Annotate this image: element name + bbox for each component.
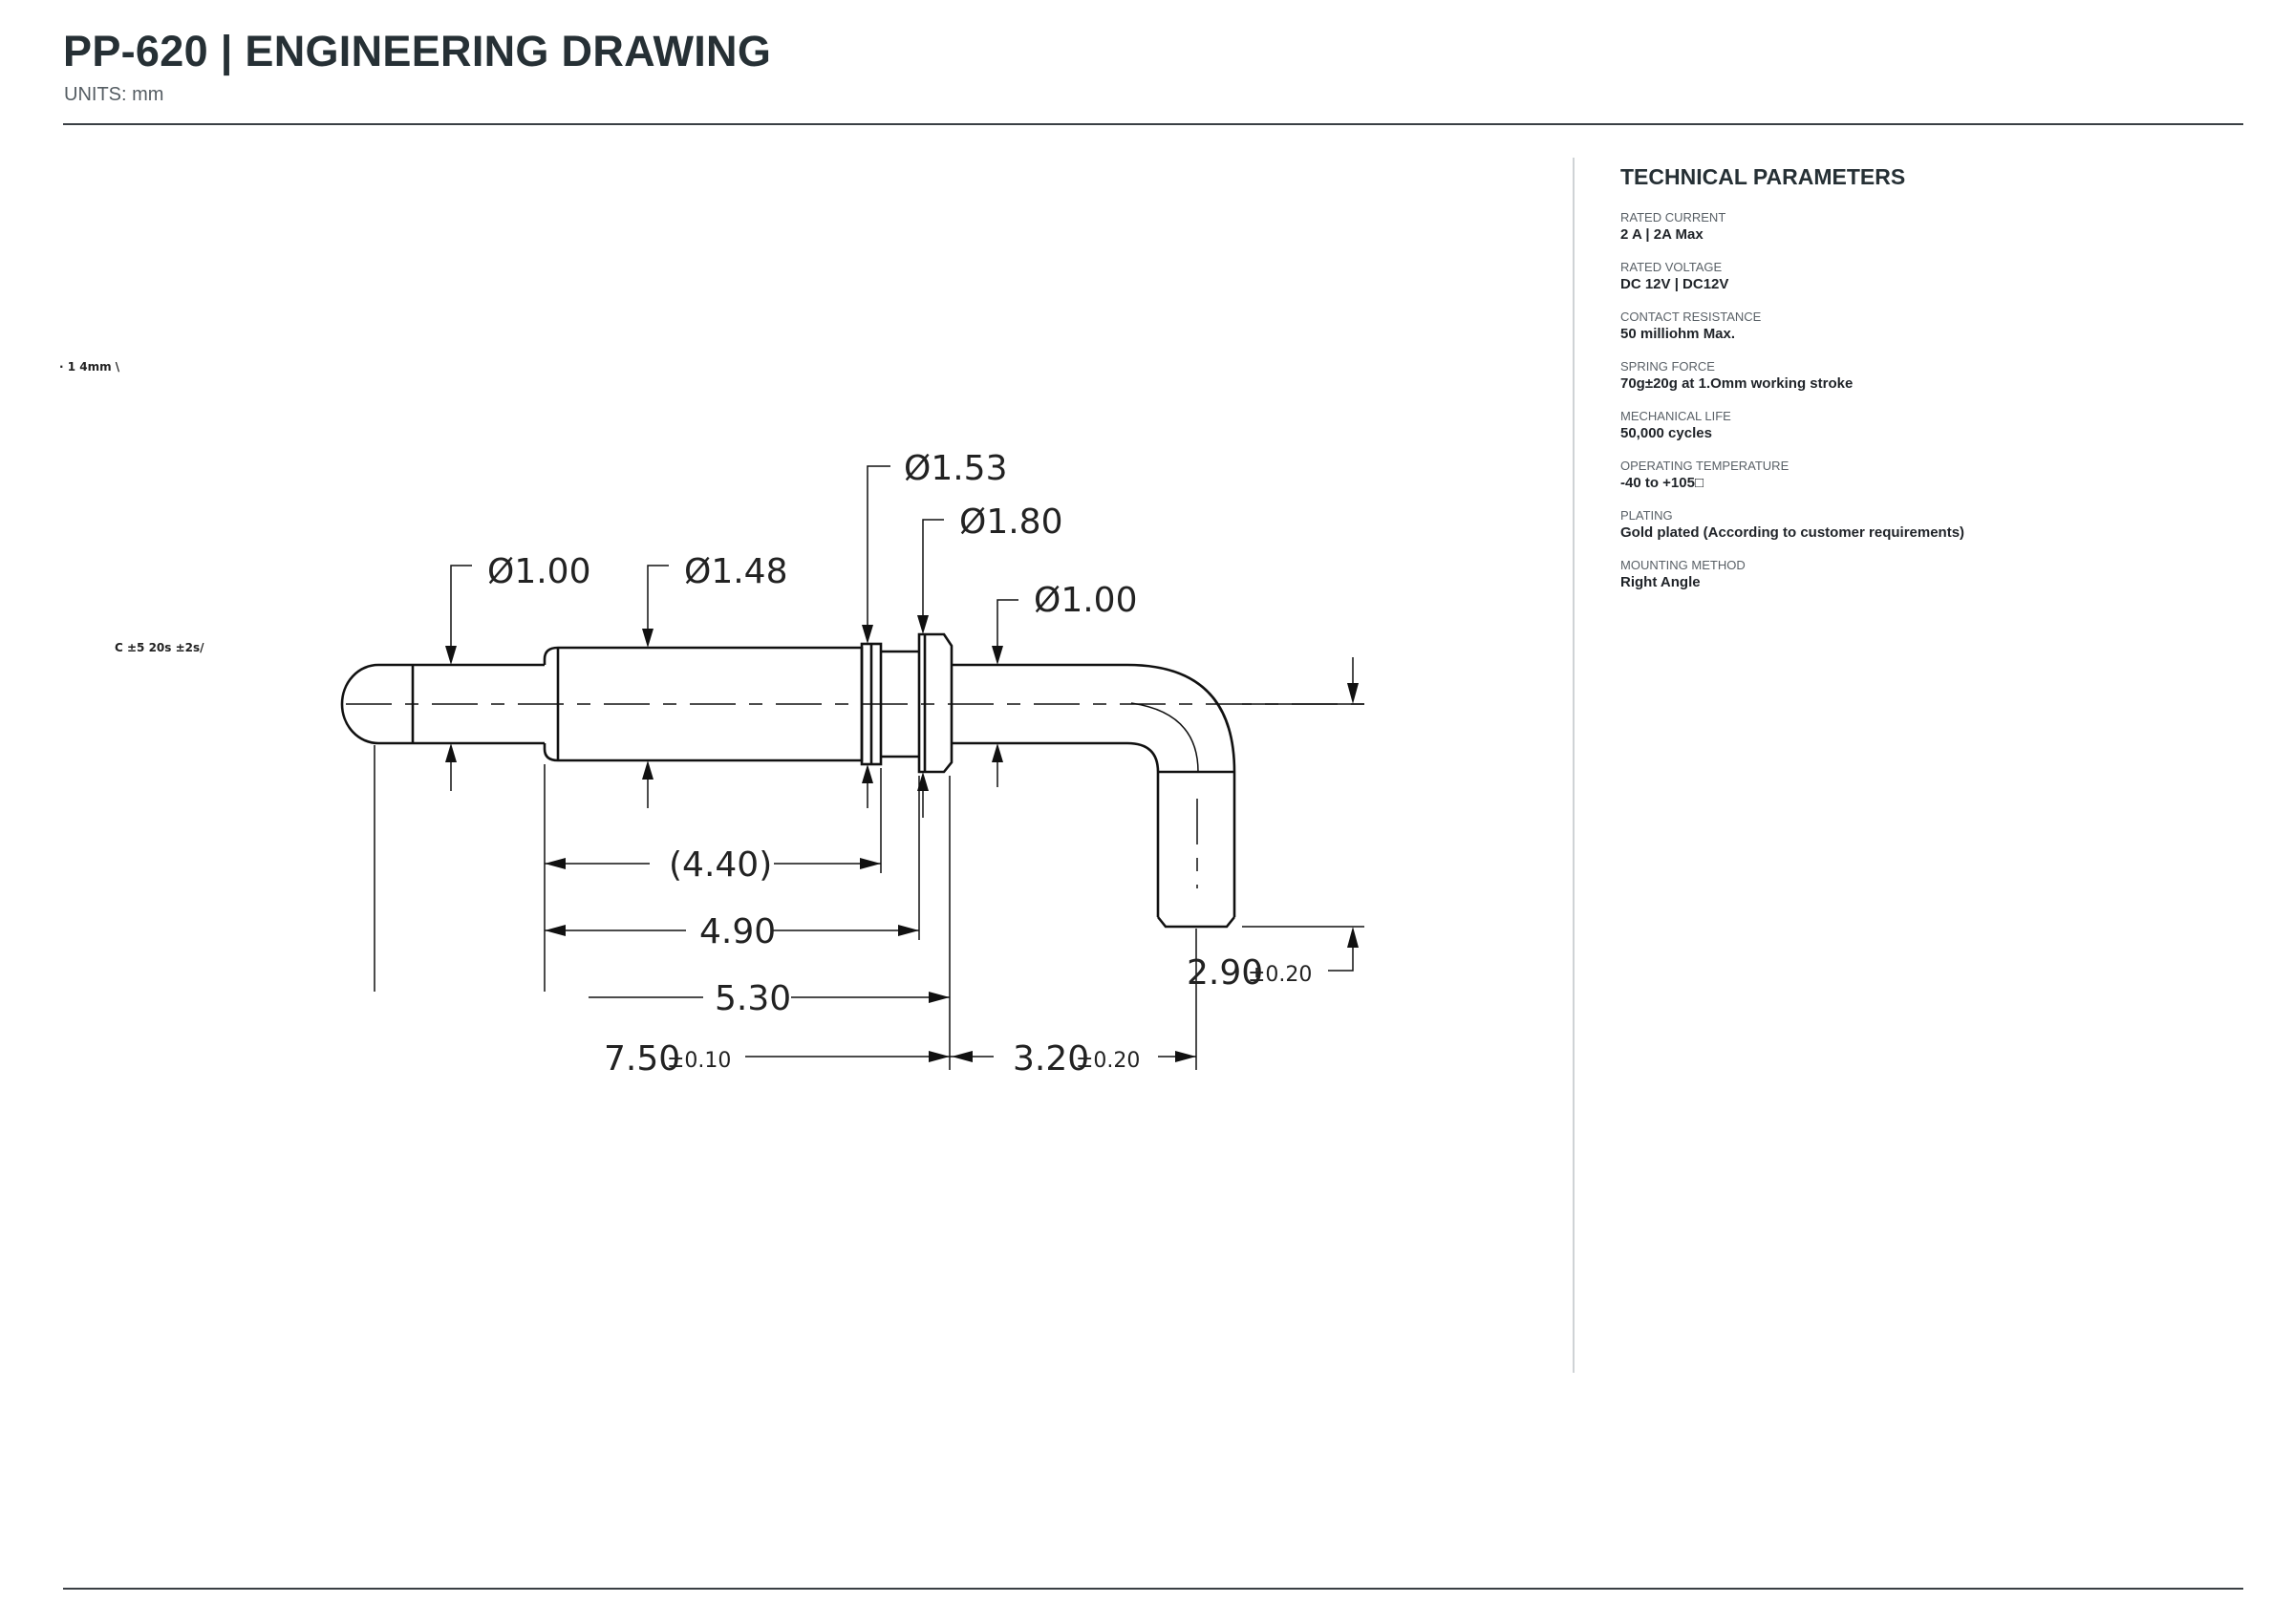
dim-tol-320: ±0.20 bbox=[1076, 1049, 1140, 1073]
param-operating-temperature: OPERATING TEMPERATURE -40 to +105□ bbox=[1620, 458, 2232, 492]
dim-tip-diameter: Ø1.00 bbox=[487, 552, 591, 591]
param-value: -40 to +105□ bbox=[1620, 475, 1704, 491]
dim-barrel-diameter: Ø1.48 bbox=[684, 552, 788, 591]
header-divider bbox=[63, 123, 2243, 125]
param-plating: PLATING Gold plated (According to custom… bbox=[1620, 507, 2232, 542]
engineering-drawing: · 1 4mm \ C ±5 20s ±2s/ bbox=[59, 360, 1364, 1079]
param-value: 70g±20g at 1.Omm working stroke bbox=[1620, 375, 1854, 392]
dim-length-750: 7.50 bbox=[604, 1039, 680, 1079]
param-label: OPERATING TEMPERATURE bbox=[1620, 459, 1789, 473]
param-label: SPRING FORCE bbox=[1620, 359, 1715, 374]
param-label: RATED CURRENT bbox=[1620, 210, 1726, 224]
dim-length-320: 3.20 bbox=[1013, 1039, 1089, 1079]
dim-tol-750: ±0.10 bbox=[667, 1049, 731, 1073]
param-label: MECHANICAL LIFE bbox=[1620, 409, 1731, 423]
parameters-heading: TECHNICAL PARAMETERS bbox=[1620, 164, 1906, 189]
param-label: MOUNTING METHOD bbox=[1620, 558, 1746, 572]
pin-body bbox=[340, 632, 1236, 929]
param-value: Gold plated (According to customer requi… bbox=[1620, 524, 1965, 541]
dim-height-290: 2.90 bbox=[1187, 953, 1263, 993]
dim-flange-diameter: Ø1.80 bbox=[959, 502, 1063, 542]
param-mechanical-life: MECHANICAL LIFE 50,000 cycles bbox=[1620, 408, 2232, 442]
param-label: CONTACT RESISTANCE bbox=[1620, 310, 1762, 324]
drawing-fragment-a: · 1 4mm \ bbox=[59, 360, 120, 374]
units-label: UNITS: mm bbox=[64, 84, 164, 105]
param-contact-resistance: CONTACT RESISTANCE 50 milliohm Max. bbox=[1620, 309, 2232, 343]
diameter-callouts: Ø1.00 Ø1.48 Ø1.53 Ø1.80 Ø1.00 bbox=[445, 449, 1138, 818]
dim-groove-diameter: Ø1.53 bbox=[904, 449, 1008, 488]
drawing-fragment-b: C ±5 20s ±2s/ bbox=[115, 641, 204, 654]
dim-length-530: 5.30 bbox=[715, 979, 791, 1018]
param-value: DC 12V | DC12V bbox=[1620, 276, 1729, 292]
param-mounting-method: MOUNTING METHOD Right Angle bbox=[1620, 557, 2232, 591]
page-title: PP-620 | ENGINEERING DRAWING bbox=[63, 27, 772, 75]
dim-tail-diameter: Ø1.00 bbox=[1034, 581, 1138, 620]
param-value: 50,000 cycles bbox=[1620, 425, 1712, 441]
param-value: 2 A | 2A Max bbox=[1620, 226, 1704, 243]
technical-parameters-panel: TECHNICAL PARAMETERS RATED CURRENT 2 A |… bbox=[1620, 164, 2232, 607]
dim-length-440: (4.40) bbox=[669, 845, 772, 885]
param-label: PLATING bbox=[1620, 508, 1673, 523]
extension-lines bbox=[374, 703, 1364, 1070]
dim-tol-290: ±0.20 bbox=[1248, 963, 1312, 987]
param-value: Right Angle bbox=[1620, 574, 1701, 590]
param-rated-current: RATED CURRENT 2 A | 2A Max bbox=[1620, 209, 2232, 244]
param-value: 50 milliohm Max. bbox=[1620, 326, 1736, 342]
param-spring-force: SPRING FORCE 70g±20g at 1.Omm working st… bbox=[1620, 358, 2232, 393]
dim-length-490: 4.90 bbox=[699, 912, 776, 951]
footer-divider bbox=[63, 1588, 2243, 1590]
param-rated-voltage: RATED VOLTAGE DC 12V | DC12V bbox=[1620, 259, 2232, 293]
panel-divider bbox=[1573, 158, 1575, 1373]
param-label: RATED VOLTAGE bbox=[1620, 260, 1723, 274]
length-dimensions: (4.40) 4.90 5.30 7.50 ±0.10 3.20 ±0.20 2… bbox=[545, 657, 1359, 1079]
